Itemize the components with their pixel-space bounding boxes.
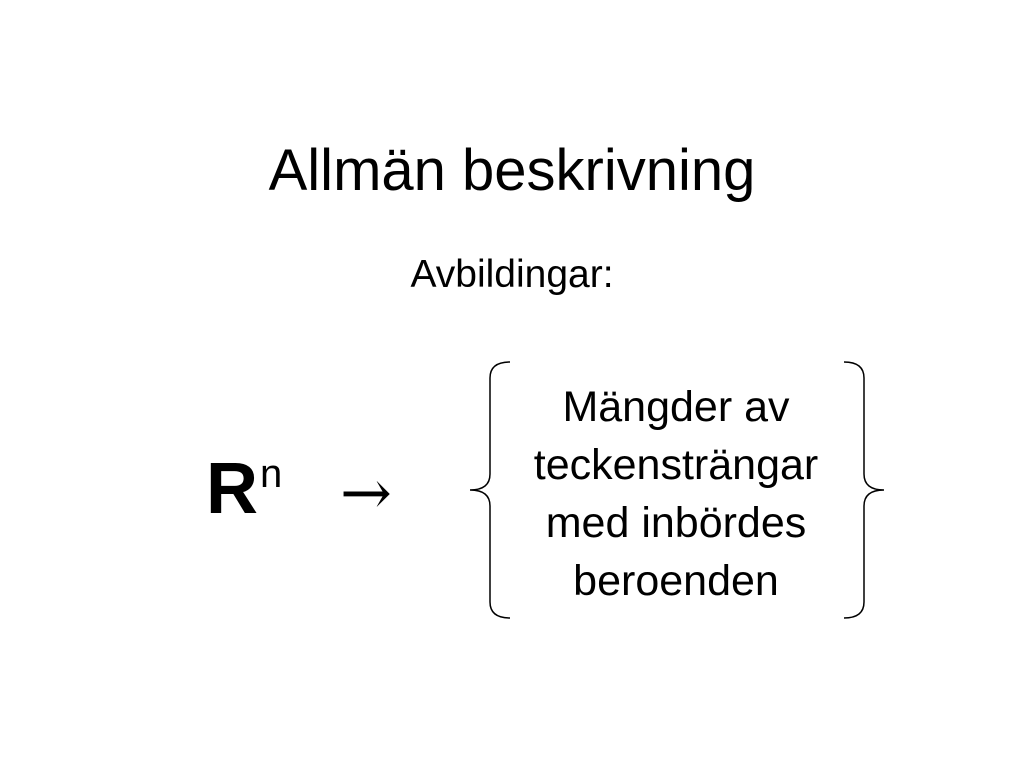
codomain-line: Mängder av: [562, 383, 790, 431]
slide-subtitle: Avbildingar:: [410, 253, 614, 296]
left-brace: [469, 361, 511, 619]
codomain-line: med inbördes: [545, 499, 807, 547]
domain-symbol-exponent: n: [260, 452, 283, 496]
mapping-arrow: →: [340, 456, 392, 529]
domain-symbol: Rn: [206, 448, 282, 538]
domain-symbol-base: R: [206, 449, 258, 529]
brace-group: [469, 361, 885, 619]
right-brace: [843, 361, 885, 619]
codomain-line: teckensträngar: [533, 441, 819, 489]
codomain-line: beroenden: [573, 557, 779, 605]
slide-title: Allmän beskrivning: [268, 138, 756, 203]
codomain-text: Mängder av teckensträngar med inbördes b…: [500, 378, 852, 610]
